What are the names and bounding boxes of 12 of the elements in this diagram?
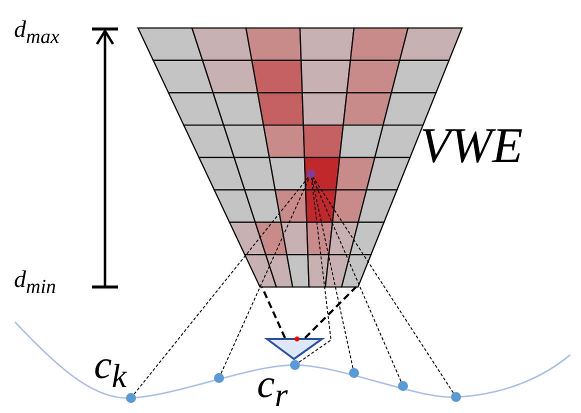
epipolar-line bbox=[220, 177, 310, 374]
camera-label: c$_{k}$ bbox=[94, 345, 127, 394]
depth-label: d$_{max}$ bbox=[14, 18, 60, 47]
epipolar-line bbox=[298, 177, 332, 363]
epipolar-line bbox=[312, 177, 402, 382]
epipolar-line bbox=[312, 176, 454, 394]
epipolar-line bbox=[134, 176, 309, 395]
volume-label: VWE bbox=[420, 120, 523, 170]
epipolar-line bbox=[311, 177, 354, 369]
depth-label: d$_{min}$ bbox=[14, 268, 56, 297]
projection-line bbox=[260, 286, 358, 340]
camera-label: c$_{r}$ bbox=[257, 364, 288, 412]
